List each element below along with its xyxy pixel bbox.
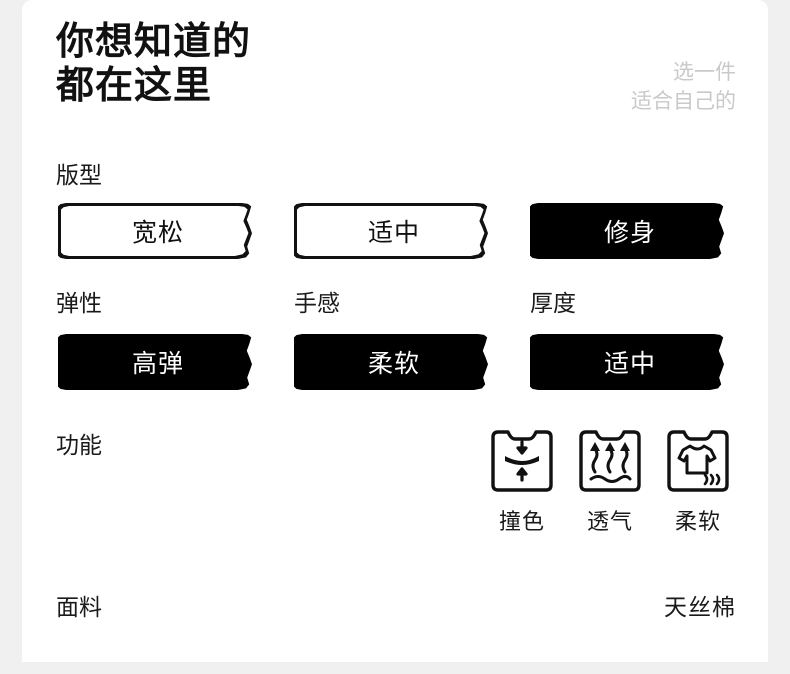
section-label-thickness: 厚度: [530, 290, 576, 316]
section-label-elasticity: 弹性: [56, 290, 102, 316]
fit-option-slim[interactable]: 修身: [530, 203, 724, 259]
thickness-option-medium[interactable]: 适中: [530, 334, 724, 390]
function-caption-soft: 柔软: [674, 509, 721, 534]
fit-option-slim-label: 修身: [533, 206, 721, 256]
function-caption-contrast-color: 撞色: [498, 509, 545, 534]
elasticity-option-high-label: 高弹: [61, 337, 249, 387]
page-subtitle: 选一件 适合自己的: [631, 61, 736, 113]
function-item-soft[interactable]: 柔软: [665, 428, 731, 536]
fabric-value: 天丝棉: [664, 594, 736, 620]
hand-feel-option-soft-label: 柔软: [297, 337, 485, 387]
card-header: 你想知道的 都在这里 选一件 适合自己的: [22, 0, 768, 150]
fit-option-regular-label: 适中: [297, 206, 485, 256]
elasticity-option-high[interactable]: 高弹: [58, 334, 252, 390]
soft-tshirt-icon: [665, 428, 731, 494]
function-caption-breathable: 透气: [586, 509, 633, 534]
attribute-card: 你想知道的 都在这里 选一件 适合自己的 版型 宽松 适中 修身 弹性 手感 厚…: [22, 0, 768, 662]
breathable-airflow-icon: [577, 428, 643, 494]
fit-option-regular[interactable]: 适中: [294, 203, 488, 259]
section-label-hand-feel: 手感: [294, 290, 340, 316]
fit-option-loose[interactable]: 宽松: [58, 203, 252, 259]
fit-option-loose-label: 宽松: [61, 206, 249, 256]
page-title: 你想知道的 都在这里: [56, 21, 252, 107]
section-label-fabric: 面料: [56, 594, 102, 620]
thickness-option-medium-label: 适中: [533, 337, 721, 387]
compress-stretch-icon: [489, 428, 555, 494]
section-label-fit: 版型: [56, 162, 102, 188]
function-icon-group: 撞色: [489, 428, 731, 536]
function-item-contrast-color[interactable]: 撞色: [489, 428, 555, 536]
function-item-breathable[interactable]: 透气: [577, 428, 643, 536]
section-label-function: 功能: [56, 432, 102, 458]
hand-feel-option-soft[interactable]: 柔软: [294, 334, 488, 390]
